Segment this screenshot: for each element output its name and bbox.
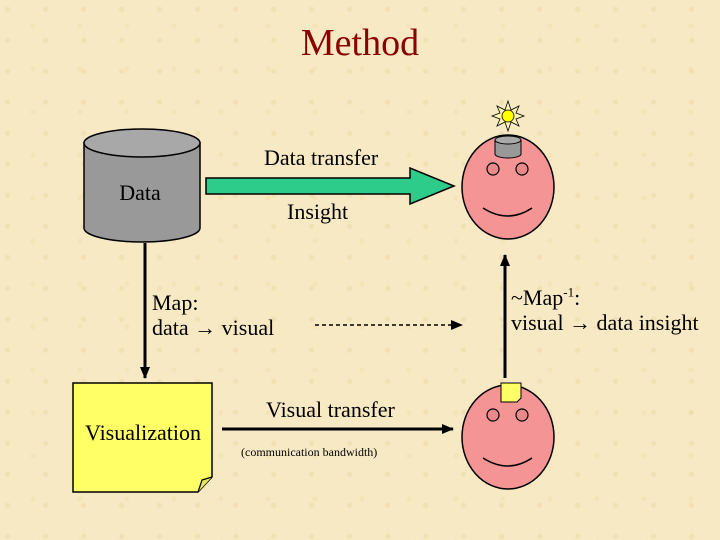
visual-transfer-label: Visual transfer (266, 397, 395, 422)
map-label-line1: Map: (152, 290, 199, 315)
face-bottom-icon (461, 384, 555, 490)
mini-database-icon (494, 135, 522, 159)
face-top-icon (461, 134, 555, 240)
inverse-map-label: ~Map-1: visual → data insight (511, 285, 699, 336)
inverse-map-line2: visual → data insight (511, 310, 699, 336)
inverse-map-prefix: ~Map (511, 285, 564, 310)
inverse-map-suffix: : (574, 285, 581, 310)
visualization-note-icon (72, 382, 213, 493)
data-transfer-arrow (205, 166, 456, 206)
lightbulb-sun-icon (490, 99, 526, 133)
data-label: Data (119, 180, 161, 205)
map-label-line2: data → visual (152, 315, 275, 341)
bandwidth-label: (communication bandwidth) (241, 445, 378, 459)
insight-label: Insight (287, 199, 349, 224)
map-label: Map: data → visual (152, 290, 274, 341)
inverse-map-line1: ~Map-1: (511, 285, 699, 310)
data-transfer-label: Data transfer (264, 145, 379, 170)
visualization-label: Visualization (85, 420, 201, 445)
slide-title: Method (300, 22, 420, 64)
database-cylinder-icon (83, 128, 201, 243)
inverse-map-superscript: -1 (563, 284, 575, 300)
mini-note-icon (500, 382, 522, 403)
